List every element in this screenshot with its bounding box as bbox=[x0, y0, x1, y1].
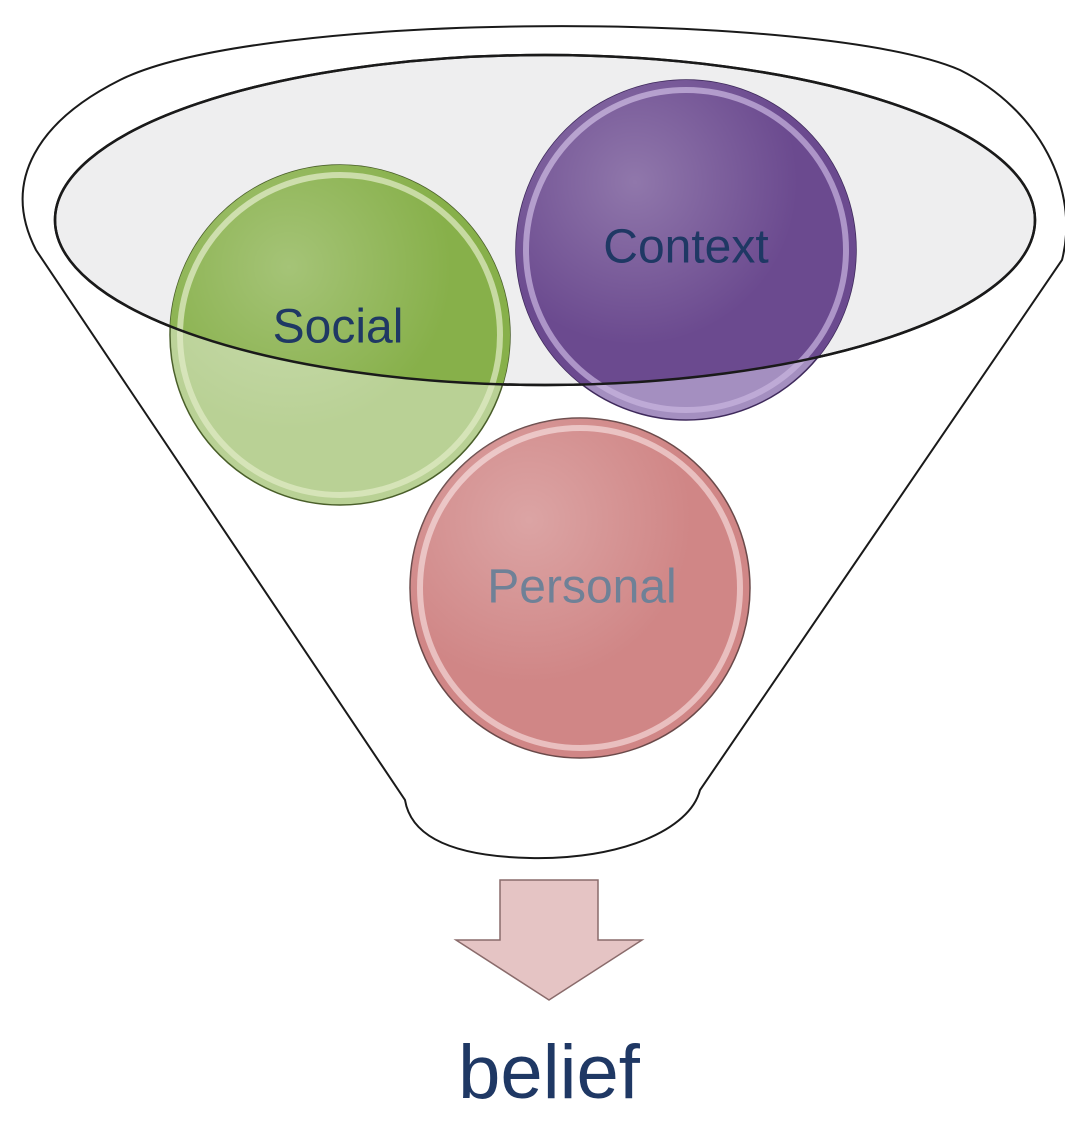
circle-personal: Personal bbox=[409, 417, 751, 759]
circle-social: Social bbox=[169, 164, 511, 506]
context-label: Context bbox=[603, 221, 768, 274]
personal-label: Personal bbox=[487, 561, 676, 614]
output-label: belief bbox=[458, 1030, 641, 1115]
social-label: Social bbox=[273, 301, 404, 354]
funnel-rim-outline bbox=[53, 53, 1037, 387]
down-arrow-icon bbox=[453, 879, 645, 1001]
circle-context: Context bbox=[515, 79, 857, 421]
